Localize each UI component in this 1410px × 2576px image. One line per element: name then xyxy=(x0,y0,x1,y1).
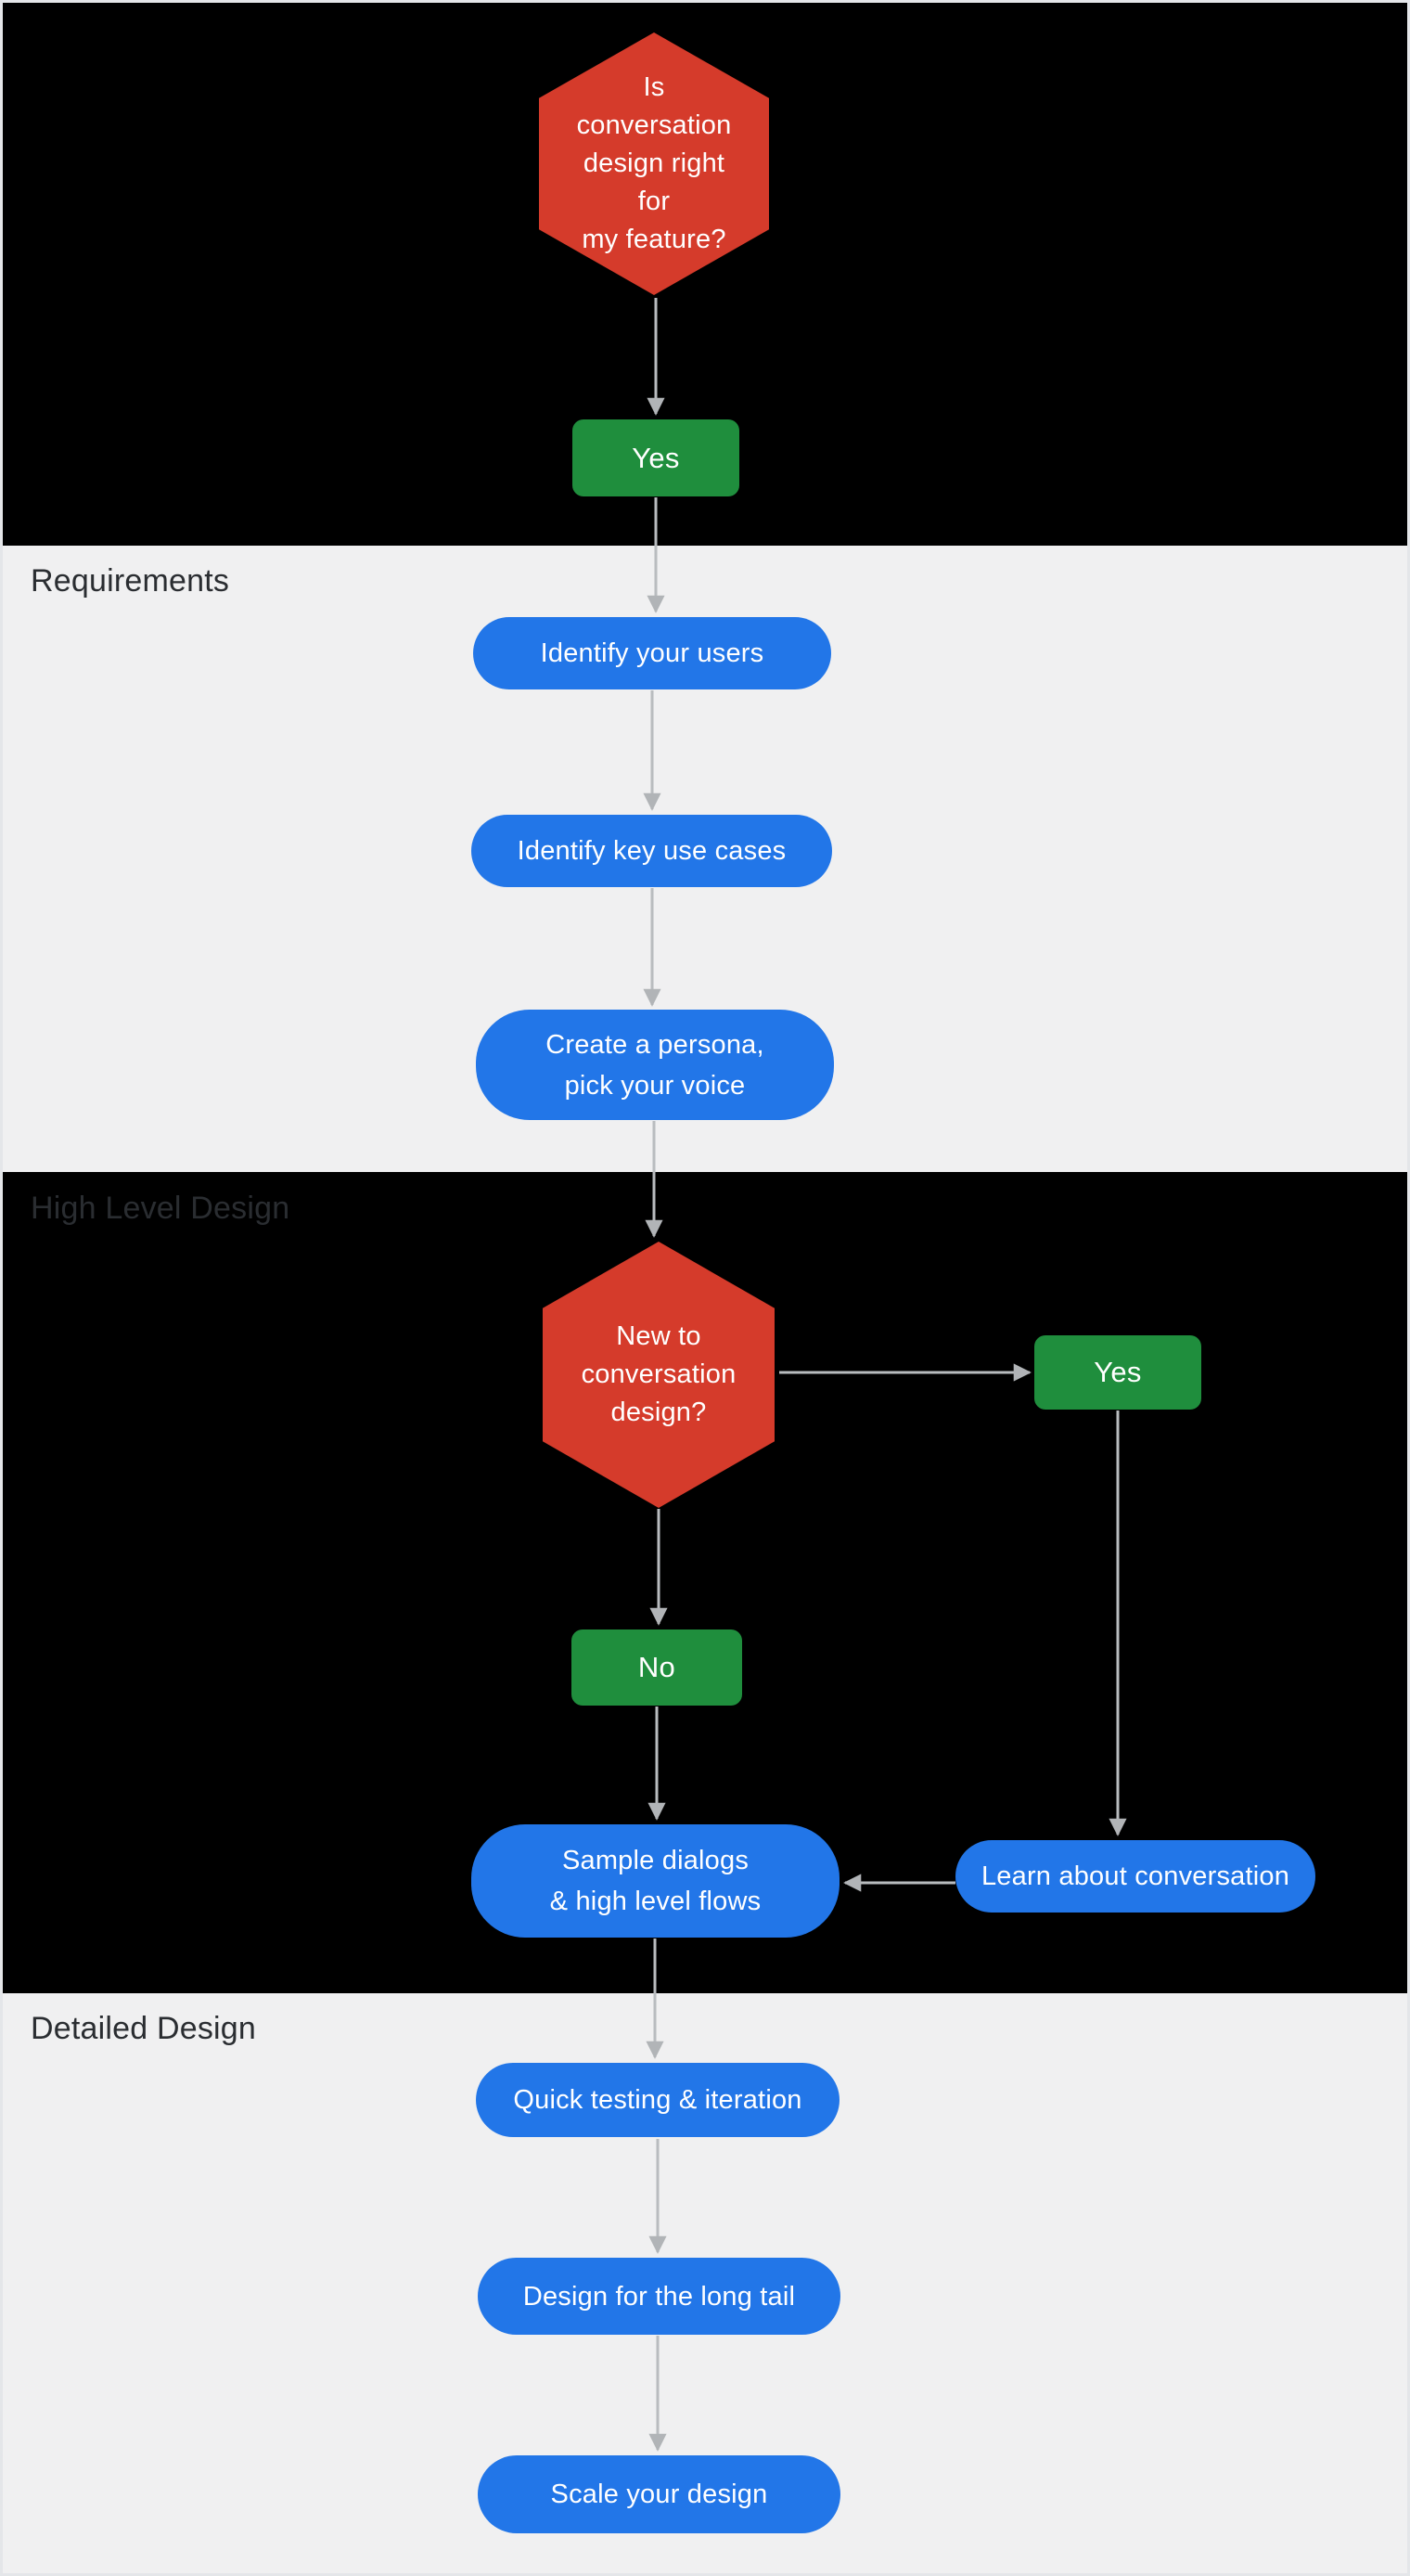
node-sample-dialogs[interactable]: Sample dialogs & high level flows xyxy=(471,1824,840,1938)
node-identify-users[interactable]: Identify your users xyxy=(473,617,831,689)
node-create-persona[interactable]: Create a persona, pick your voice xyxy=(476,1010,834,1120)
node-new-no[interactable]: No xyxy=(571,1629,742,1706)
section-title-requirements: Requirements xyxy=(31,563,230,599)
node-start-yes[interactable]: Yes xyxy=(572,419,739,496)
node-new-to-design-question[interactable]: New to conversation design? xyxy=(543,1242,775,1508)
node-new-yes[interactable]: Yes xyxy=(1034,1335,1201,1410)
section-title-high-level-design: High Level Design xyxy=(31,1191,290,1226)
node-design-long-tail[interactable]: Design for the long tail xyxy=(478,2258,840,2335)
node-quick-testing[interactable]: Quick testing & iteration xyxy=(476,2063,840,2137)
node-scale-design[interactable]: Scale your design xyxy=(478,2455,840,2533)
node-learn-conversation[interactable]: Learn about conversation xyxy=(955,1840,1315,1913)
node-identify-use-cases[interactable]: Identify key use cases xyxy=(471,815,832,887)
section-title-detailed-design: Detailed Design xyxy=(31,2011,257,2046)
